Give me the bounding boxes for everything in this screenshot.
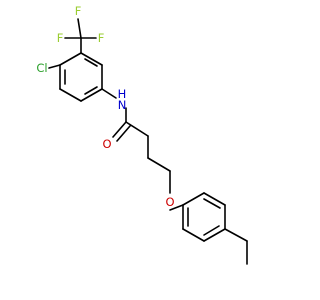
double-bond-inner	[84, 86, 98, 95]
bond	[224, 228, 248, 242]
ring-b	[182, 192, 226, 242]
bond	[80, 52, 103, 66]
bond	[203, 192, 226, 206]
double-bond	[116, 125, 131, 142]
bond	[77, 18, 82, 39]
ethyl-group	[224, 228, 248, 265]
bond	[125, 121, 149, 137]
bond	[101, 88, 117, 99]
atom-fluorine-left: F	[57, 31, 64, 45]
bond	[48, 64, 61, 69]
atom-nitrogen: N	[118, 98, 127, 112]
atom-hydrogen: H	[118, 87, 127, 101]
bond	[147, 157, 171, 172]
ring-a	[59, 52, 103, 102]
bond	[169, 204, 184, 211]
atom-oxygen-ether: O	[165, 195, 174, 209]
double-bond-inner	[203, 198, 221, 209]
double-bond-inner	[84, 58, 98, 67]
double-bond-inner	[203, 225, 220, 236]
bond	[203, 228, 226, 242]
bond	[59, 52, 82, 66]
alkyl-chain	[125, 121, 184, 211]
atom-fluorine-top: F	[75, 4, 82, 18]
molecule-canvas: F F F Cl H N O O	[36, 4, 248, 265]
atom-chlorine: Cl	[36, 61, 47, 75]
trifluoromethyl-group	[64, 18, 97, 54]
bond	[80, 88, 103, 102]
double-bond	[112, 121, 127, 138]
bond	[182, 228, 205, 242]
molecule-structure: F F F Cl H N O O	[36, 4, 248, 265]
atom-fluorine-right: F	[98, 31, 105, 45]
bond	[182, 192, 205, 206]
atom-oxygen-carbonyl: O	[102, 137, 111, 151]
bond	[59, 88, 82, 102]
amide-group	[101, 88, 131, 142]
